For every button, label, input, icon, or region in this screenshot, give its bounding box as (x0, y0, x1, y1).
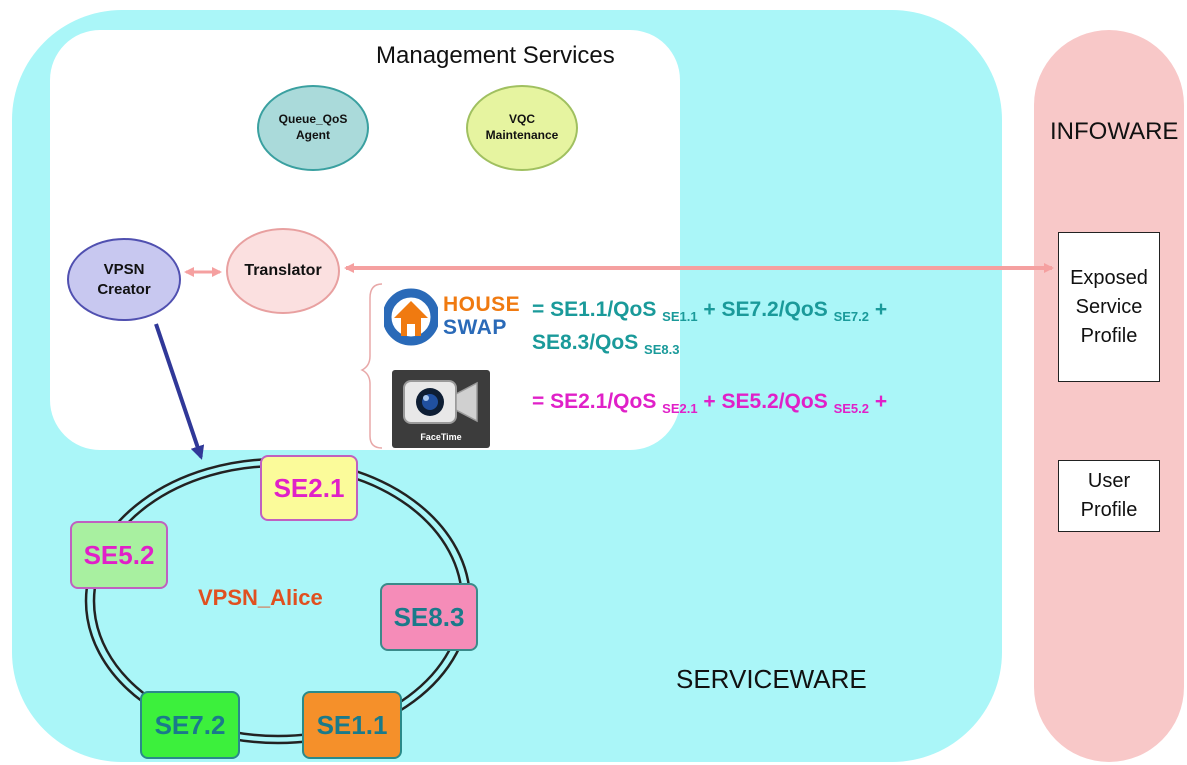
houseswap-logo: HOUSE SWAP (384, 288, 526, 346)
service-element-se2-1: SE2.1 (260, 455, 358, 521)
creator-ring-arrow (154, 323, 205, 460)
houseswap-icon (384, 288, 438, 346)
infoware-region (1034, 30, 1184, 762)
facetime-camera-icon (403, 380, 478, 424)
translator-node: Translator (226, 228, 340, 314)
infoware-title: INFOWARE (1050, 118, 1179, 145)
management-services-region (50, 30, 680, 450)
vpsn-alice-label: VPSN_Alice (198, 585, 323, 610)
facetime-logo: FaceTime (392, 370, 490, 448)
houseswap-word-swap: SWAP (443, 316, 507, 339)
service-element-se5-2: SE5.2 (70, 521, 168, 589)
service-element-se8-3: SE8.3 (380, 583, 478, 651)
facetime-equation: = SE2.1/QoS SE2.1 + SE5.2/QoS SE5.2 + (532, 390, 888, 417)
service-element-se1-1: SE1.1 (302, 691, 402, 759)
serviceware-title: SERVICEWARE (676, 664, 867, 694)
equation-brace (360, 283, 383, 449)
facetime-label: FaceTime (420, 432, 462, 442)
houseswap-equation-line1: = SE1.1/QoS SE1.1 + SE7.2/QoS SE7.2 + (532, 298, 888, 325)
houseswap-word-house: HOUSE (443, 293, 521, 316)
houseswap-equation-line2: SE8.3/QoS SE8.3 (532, 331, 680, 358)
service-element-se7-2: SE7.2 (140, 691, 240, 759)
management-services-title: Management Services (376, 42, 615, 69)
